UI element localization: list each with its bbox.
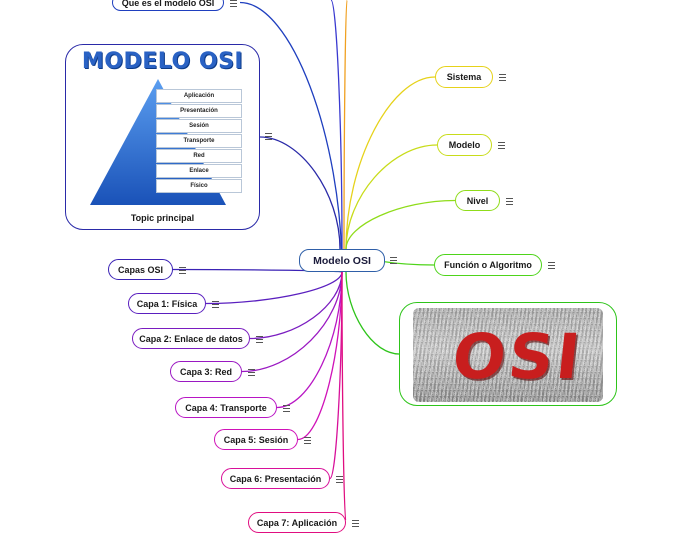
branch-menu-icon[interactable]: [212, 300, 219, 308]
branch-menu-icon[interactable]: [179, 266, 186, 274]
branch-node-nivel[interactable]: Nivel: [455, 190, 500, 211]
branch-label: Sistema: [446, 72, 482, 82]
connector-capa3: [241, 271, 343, 373]
root-node[interactable]: Modelo OSI: [299, 249, 385, 272]
connector-que-es: [239, 1, 343, 273]
branch-label: Capa 4: Transporte: [185, 402, 267, 413]
branch-node-modelo[interactable]: Modelo: [437, 134, 492, 156]
connector-capa2: [249, 271, 343, 340]
branch-label: Capa 1: Física: [136, 298, 198, 309]
branch-node-capa3[interactable]: Capa 3: Red: [170, 361, 242, 382]
pyramid-title: MODELO OSI: [81, 49, 244, 74]
branch-menu-icon[interactable]: [336, 475, 343, 483]
connector-capa5: [297, 271, 343, 441]
branch-label: Capa 5: Sesión: [223, 434, 289, 445]
branch-label: Capa 2: Enlace de datos: [139, 333, 243, 344]
pyramid-layer: Aplicación: [156, 89, 242, 103]
branch-menu-icon[interactable]: [352, 519, 359, 527]
pyramid-layer: Sesión: [156, 119, 242, 133]
root-menu-icon[interactable]: [390, 257, 397, 264]
connector-capa7: [341, 271, 347, 520]
osi-image-node[interactable]: 0110100101100111010100101011100101101001…: [399, 302, 617, 406]
binary-digits-pattern: 0110100101100111010100101011100101101001…: [413, 308, 601, 402]
branch-menu-icon[interactable]: [506, 197, 513, 205]
topic-menu-icon[interactable]: [265, 133, 272, 140]
topic-caption: Topic principal: [130, 213, 195, 223]
connector-top-1: [330, 0, 343, 250]
branch-menu-icon[interactable]: [230, 0, 237, 7]
pyramid-layer: Enlace: [156, 164, 242, 178]
branch-menu-icon[interactable]: [498, 142, 505, 149]
branch-node-capa7[interactable]: Capa 7: Aplicación: [248, 512, 346, 533]
connector-modelo: [345, 144, 438, 250]
branch-menu-icon[interactable]: [283, 404, 290, 412]
connector-topic-image: [259, 136, 341, 250]
connector-nivel: [345, 199, 456, 250]
branch-node-capa4[interactable]: Capa 4: Transporte: [175, 397, 277, 418]
osi-photo-text: OSI: [449, 320, 587, 393]
connector-top-2: [343, 0, 348, 250]
branch-node-que-es[interactable]: Que es el modelo OSI: [112, 0, 224, 11]
branch-node-capa5[interactable]: Capa 5: Sesión: [214, 429, 298, 450]
connector-sistema: [345, 76, 436, 250]
branch-menu-icon[interactable]: [499, 74, 506, 81]
pyramid-layer: Presentación: [156, 104, 242, 118]
connector-capa4: [276, 271, 343, 409]
connector-capa1: [205, 271, 343, 305]
root-label: Modelo OSI: [313, 254, 371, 267]
branch-label: Modelo: [448, 140, 481, 150]
branch-label: Capa 7: Aplicación: [256, 517, 338, 528]
branch-label: Que es el modelo OSI: [121, 0, 215, 8]
branch-label: Función o Algoritmo: [444, 260, 532, 270]
pyramid-layer: Físico: [156, 179, 242, 193]
pyramid-layer: Red: [156, 149, 242, 163]
branch-label: Nivel: [466, 195, 489, 206]
branch-node-capas-osi[interactable]: Capas OSI: [108, 259, 173, 280]
branch-menu-icon[interactable]: [548, 262, 555, 269]
connector-osi-image: [345, 271, 400, 355]
pyramid-layer: Transporte: [156, 134, 242, 148]
branch-label: Capa 3: Red: [179, 366, 232, 377]
branch-label: Capas OSI: [117, 264, 164, 275]
branch-node-capa6[interactable]: Capa 6: Presentación: [221, 468, 330, 489]
branch-node-sistema[interactable]: Sistema: [435, 66, 493, 88]
osi-photo: 0110100101100111010100101011100101101001…: [413, 308, 603, 402]
branch-node-capa1[interactable]: Capa 1: Física: [128, 293, 206, 314]
branch-label: Capa 6: Presentación: [229, 473, 322, 484]
branch-menu-icon[interactable]: [304, 436, 311, 444]
branch-node-funcion[interactable]: Función o Algoritmo: [434, 254, 542, 276]
branch-menu-icon[interactable]: [248, 368, 255, 376]
branch-node-capa2[interactable]: Capa 2: Enlace de datos: [132, 328, 250, 349]
connector-lines: [172, 0, 456, 520]
branch-menu-icon[interactable]: [256, 335, 263, 343]
